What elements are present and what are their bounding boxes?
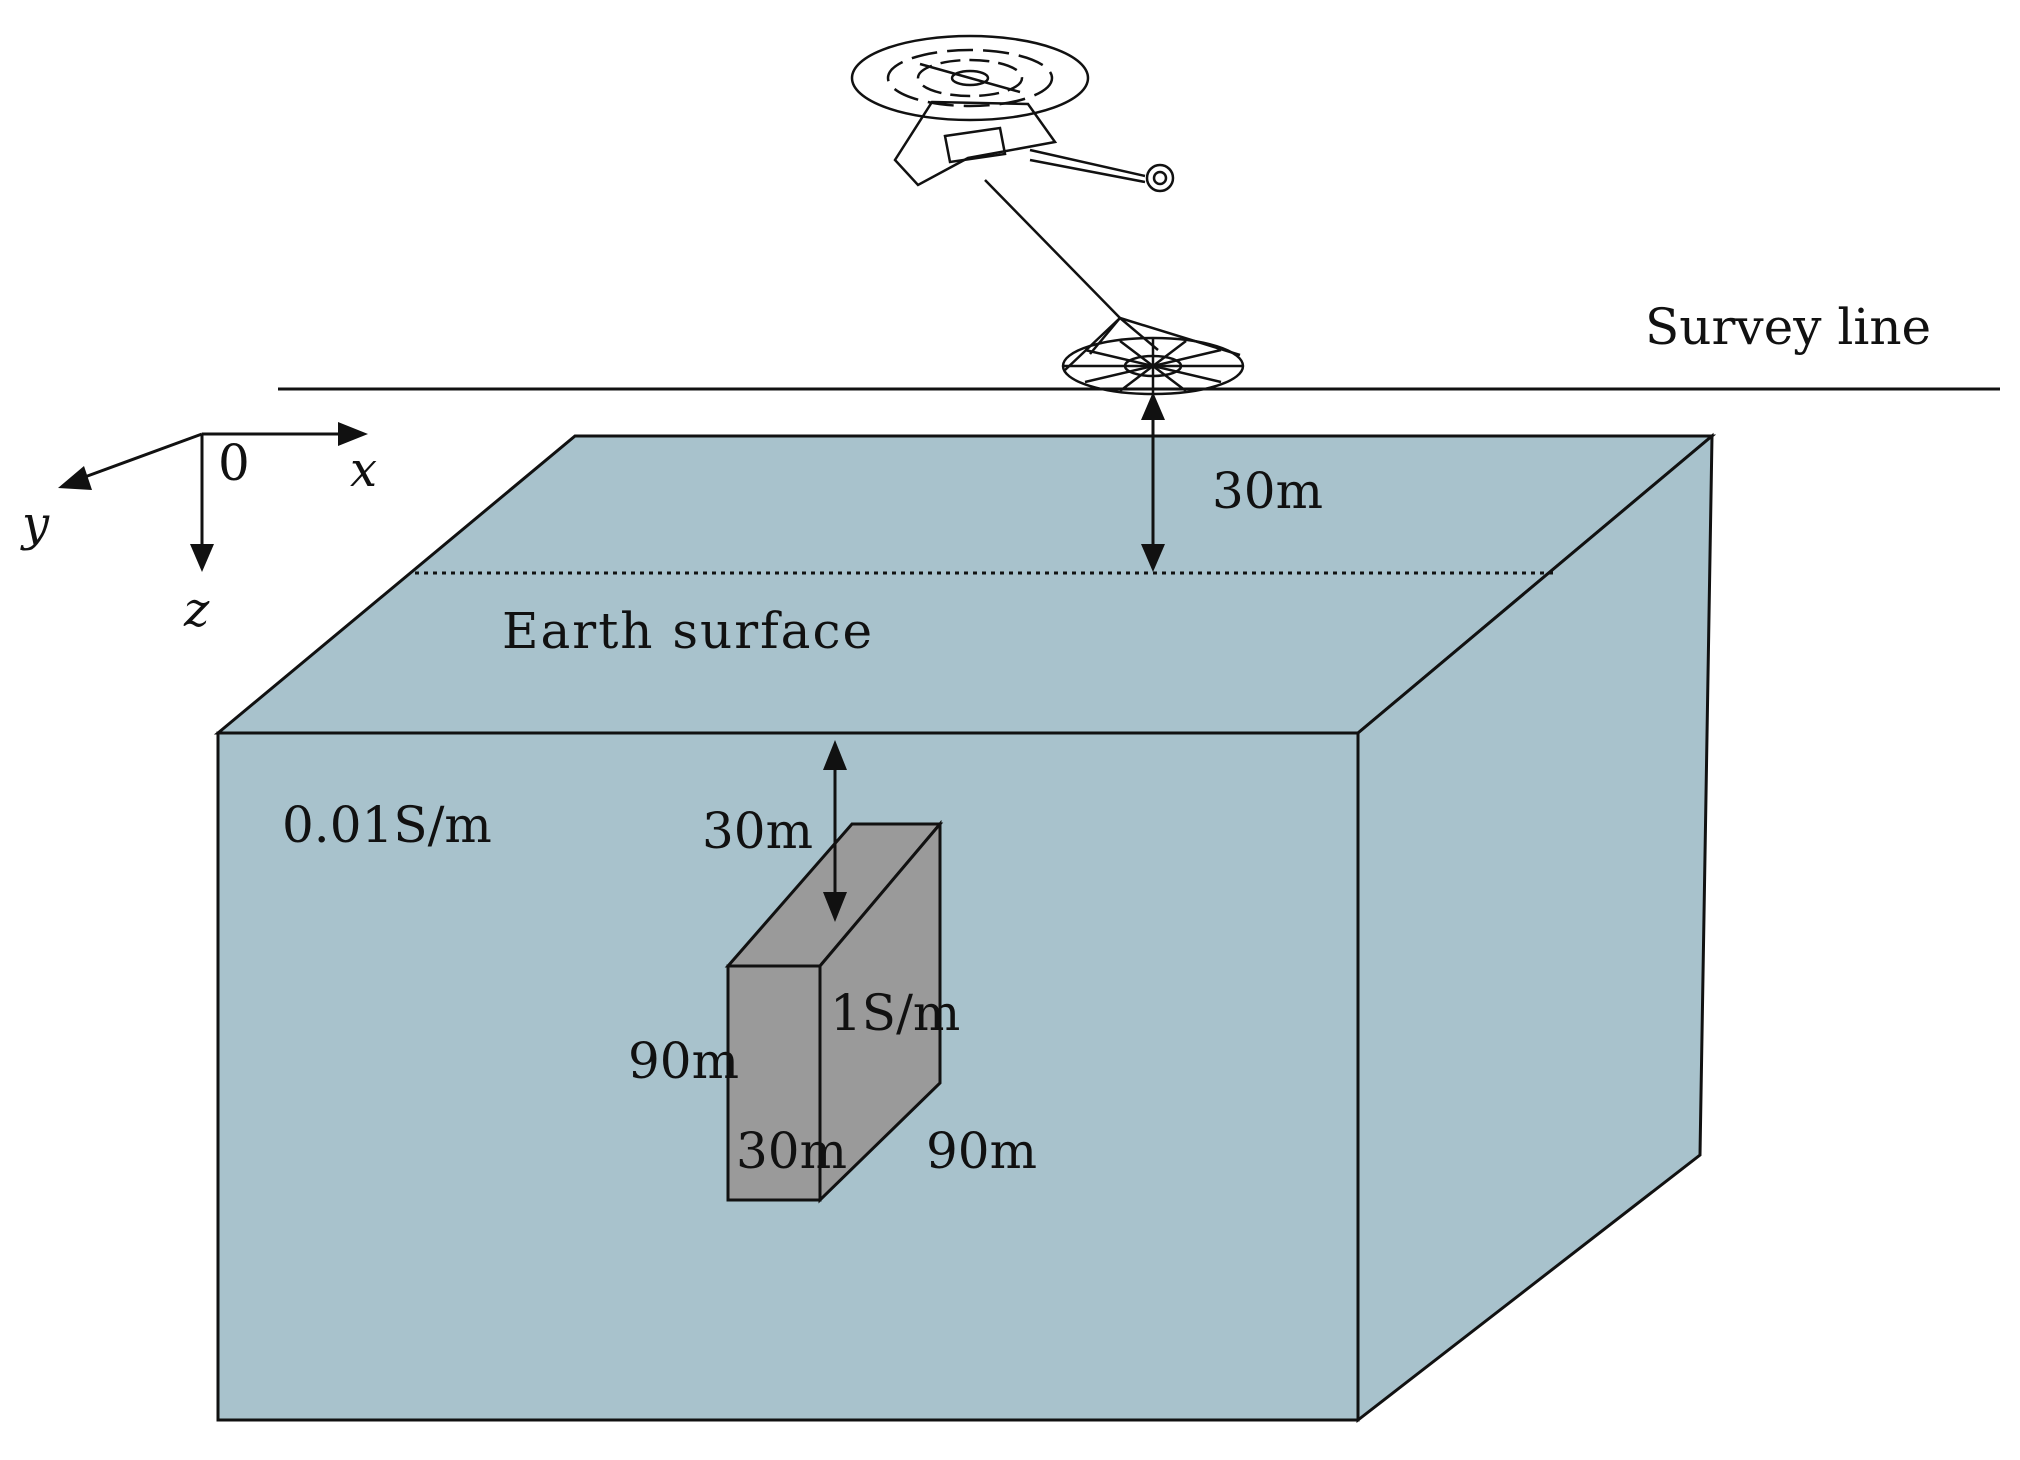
coordinate-axes (58, 422, 368, 572)
tail-rotor (1145, 163, 1175, 193)
tail-boom (1029, 148, 1146, 178)
helicopter-body (893, 100, 1058, 187)
anomaly-depth-label: 30m (702, 802, 813, 860)
anomaly-depth-arrow (823, 740, 847, 922)
tow-cable (984, 179, 1121, 319)
x-axis-arrowhead (338, 422, 368, 446)
x-axis-label: x (350, 442, 377, 498)
earth-block (213, 432, 1717, 1424)
rotor-disk (850, 34, 1090, 122)
flight-height-label: 30m (1212, 462, 1323, 520)
background-conductivity-label: 0.01S/m (282, 796, 492, 854)
flight-height-arrow (1141, 392, 1165, 572)
conductive-anomaly (724, 819, 944, 1204)
anomaly-height-label: 90m (628, 1032, 739, 1090)
anomaly-conductivity-label: 1S/m (830, 984, 960, 1042)
z-axis-label: z (183, 582, 210, 638)
anomaly-width-label: 30m (736, 1122, 847, 1180)
anomaly-length-label: 90m (926, 1122, 1037, 1180)
earth-surface-label: Earth surface (502, 602, 874, 660)
helicopter-icon (850, 34, 1241, 371)
y-axis-arrowhead (58, 466, 92, 490)
helicopter-window (943, 126, 1007, 164)
y-axis-label: y (20, 496, 50, 552)
z-axis-arrowhead (190, 544, 214, 572)
anomaly-front-face (726, 964, 822, 1202)
tem-loop-icon (1061, 336, 1245, 396)
y-axis (81, 432, 203, 480)
survey-line-label: Survey line (1645, 298, 1931, 356)
origin-label: 0 (218, 434, 250, 492)
